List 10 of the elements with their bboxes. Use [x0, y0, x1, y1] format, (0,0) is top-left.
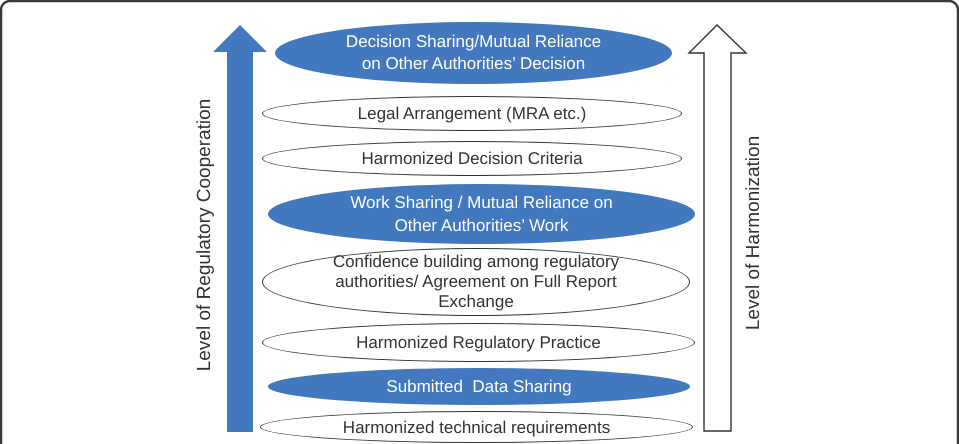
stage-label: Submitted Data Sharing	[386, 376, 572, 397]
axis-label: Level of Regulatory Cooperation	[194, 98, 216, 372]
stage-label: Harmonized technical requirements	[342, 416, 610, 438]
stage-label: Confidence building among regulatory authorities/ Agreement on Full Report Exchange	[332, 252, 620, 312]
stage-label: Work Sharing / Mutual Reliance on Other Authorities’ Work	[349, 192, 614, 237]
stage-label: Harmonized Regulatory Practice	[356, 332, 601, 353]
axis-label: Level of Harmonization	[743, 136, 765, 330]
stage-label: Harmonized Decision Criteria	[361, 148, 583, 169]
stage-label: Decision Sharing/Mutual Reliance on Other Authorities’ Decision	[344, 31, 602, 75]
stage-label: Legal Arrangement (MRA etc.)	[358, 103, 586, 124]
